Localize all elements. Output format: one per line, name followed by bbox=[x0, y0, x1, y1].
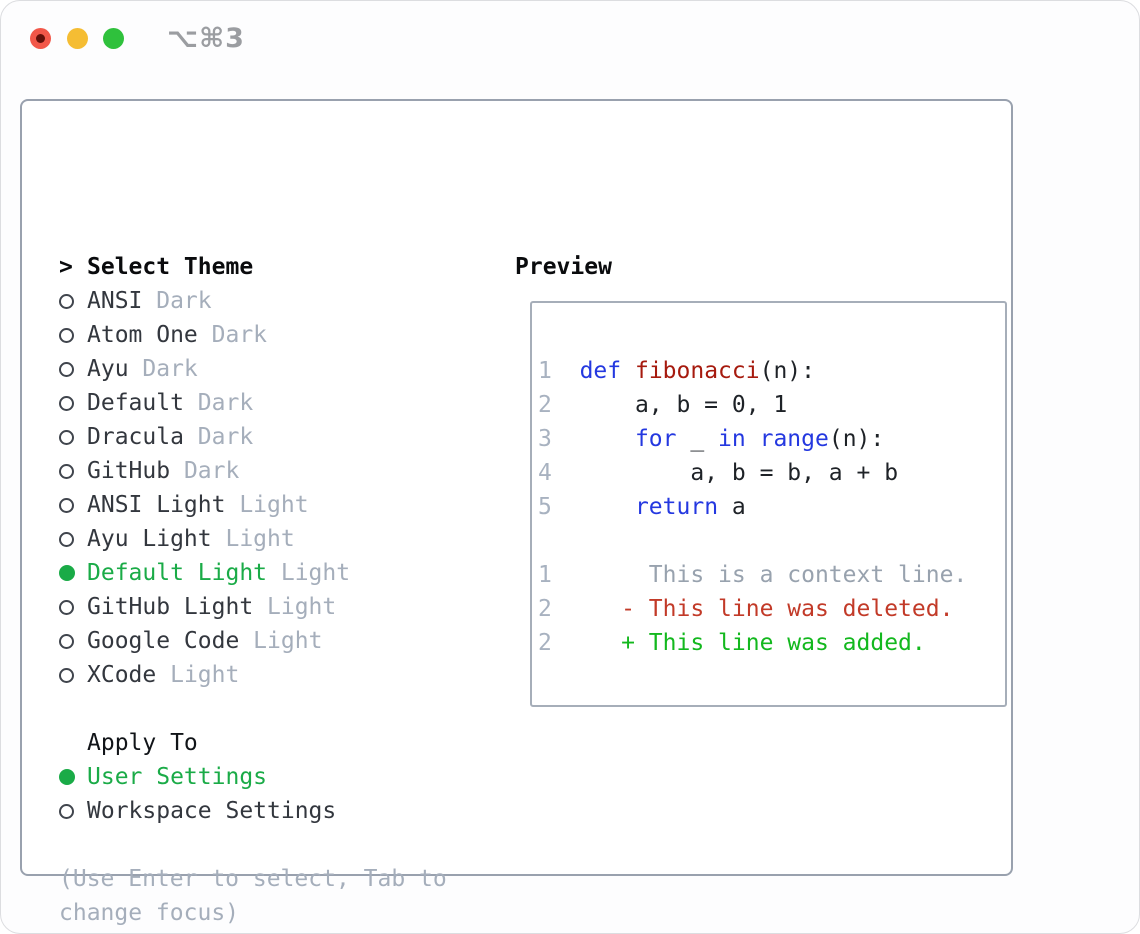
radio-unselected-icon bbox=[59, 531, 74, 547]
preview-line-code: 3 for _ in range(n): bbox=[538, 426, 885, 452]
radio-unselected-icon bbox=[59, 327, 74, 343]
theme-name: Ayu bbox=[87, 356, 129, 382]
preview-title: Preview bbox=[515, 254, 612, 280]
theme-variant: Dark bbox=[183, 424, 254, 450]
theme-option-dracula[interactable]: Dracula Dark bbox=[59, 420, 504, 454]
theme-name: Ayu Light bbox=[87, 526, 212, 552]
preview-line-deleted: 2 - This line was deleted. bbox=[538, 596, 954, 622]
theme-option-xcode[interactable]: XCode Light bbox=[59, 658, 504, 692]
theme-name: GitHub Light bbox=[87, 594, 254, 620]
theme-variant: Light bbox=[211, 526, 295, 552]
radio-unselected-icon bbox=[59, 429, 74, 445]
theme-name: GitHub bbox=[87, 458, 171, 484]
theme-option-default-light[interactable]: Default Light Light bbox=[59, 556, 504, 590]
spacer bbox=[59, 692, 504, 726]
theme-option-ayu[interactable]: Ayu Dark bbox=[59, 352, 504, 386]
theme-variant: Dark bbox=[183, 390, 254, 416]
theme-option-atom-one[interactable]: Atom One Dark bbox=[59, 318, 504, 352]
radio-unselected-icon bbox=[59, 293, 74, 309]
theme-variant: Light bbox=[239, 628, 323, 654]
radio-selected-icon bbox=[59, 565, 75, 581]
theme-name: Atom One bbox=[87, 322, 198, 348]
theme-variant: Dark bbox=[142, 288, 212, 314]
apply-option-label: User Settings bbox=[87, 764, 268, 790]
code-preview: 1 def fibonacci(n): 2 a, b = 0, 1 3 for _ … bbox=[532, 303, 1005, 660]
theme-name: Dracula bbox=[87, 424, 184, 450]
apply-option-user-settings[interactable]: User Settings bbox=[59, 760, 504, 794]
apply-option-label: Workspace Settings bbox=[87, 798, 337, 824]
close-dot-icon bbox=[36, 34, 45, 43]
radio-unselected-icon bbox=[59, 667, 74, 683]
radio-unselected-icon bbox=[59, 361, 74, 377]
theme-option-github-light[interactable]: GitHub Light Light bbox=[59, 590, 504, 624]
theme-name: Google Code bbox=[87, 628, 240, 654]
radio-unselected-icon bbox=[59, 497, 74, 513]
theme-variant: Light bbox=[156, 662, 240, 688]
apply-to-header: Apply To bbox=[59, 726, 504, 760]
radio-unselected-icon bbox=[59, 803, 74, 819]
radio-unselected-icon bbox=[59, 395, 74, 411]
minimize-button[interactable] bbox=[67, 28, 88, 49]
theme-variant: Dark bbox=[197, 322, 268, 348]
theme-name: XCode bbox=[87, 662, 157, 688]
radio-unselected-icon bbox=[59, 463, 74, 479]
apply-option-workspace-settings[interactable]: Workspace Settings bbox=[59, 794, 504, 828]
radio-unselected-icon bbox=[59, 633, 74, 649]
theme-option-github[interactable]: GitHub Dark bbox=[59, 454, 504, 488]
theme-option-google-code[interactable]: Google Code Light bbox=[59, 624, 504, 658]
theme-variant: Light bbox=[267, 560, 351, 586]
preview-line-code: 4 a, b = b, a + b bbox=[538, 460, 899, 486]
window-title: ⌥⌘3 bbox=[167, 23, 245, 54]
preview-line-added: 2 + This line was added. bbox=[538, 630, 926, 656]
theme-name: Default Light bbox=[87, 560, 268, 586]
preview-box: 1 def fibonacci(n): 2 a, b = 0, 1 3 for _ … bbox=[530, 301, 1007, 707]
preview-line-context: 1 This is a context line. bbox=[538, 562, 968, 588]
theme-variant: Light bbox=[253, 594, 337, 620]
theme-variant: Light bbox=[225, 492, 309, 518]
preview-line-code: 5 return a bbox=[538, 494, 746, 520]
apply-to-title: Apply To bbox=[87, 730, 198, 756]
theme-option-ayu-light[interactable]: Ayu Light Light bbox=[59, 522, 504, 556]
theme-name: ANSI bbox=[87, 288, 143, 314]
preview-line-blank bbox=[538, 524, 1005, 558]
radio-unselected-icon bbox=[59, 599, 74, 615]
spacer bbox=[59, 828, 504, 862]
select-theme-title: Select Theme bbox=[87, 254, 254, 280]
prompt-icon: > bbox=[59, 254, 73, 280]
radio-selected-icon bbox=[59, 769, 75, 785]
theme-name: ANSI Light bbox=[87, 492, 226, 518]
preview-line-code: 2 a, b = 0, 1 bbox=[538, 392, 788, 418]
theme-option-ansi-light[interactable]: ANSI Light Light bbox=[59, 488, 504, 522]
theme-variant: Dark bbox=[128, 356, 198, 382]
theme-option-default[interactable]: Default Dark bbox=[59, 386, 504, 420]
theme-option-ansi[interactable]: ANSI Dark bbox=[59, 284, 504, 318]
zoom-button[interactable] bbox=[103, 28, 124, 49]
theme-variant: Dark bbox=[170, 458, 240, 484]
keyboard-hint: (Use Enter to select, Tab to change focu… bbox=[59, 866, 447, 926]
select-theme-header: > Select Theme bbox=[59, 250, 504, 284]
preview-line-code: 1 def fibonacci(n): bbox=[538, 358, 815, 384]
close-button[interactable] bbox=[30, 28, 51, 49]
theme-name: Default bbox=[87, 390, 184, 416]
